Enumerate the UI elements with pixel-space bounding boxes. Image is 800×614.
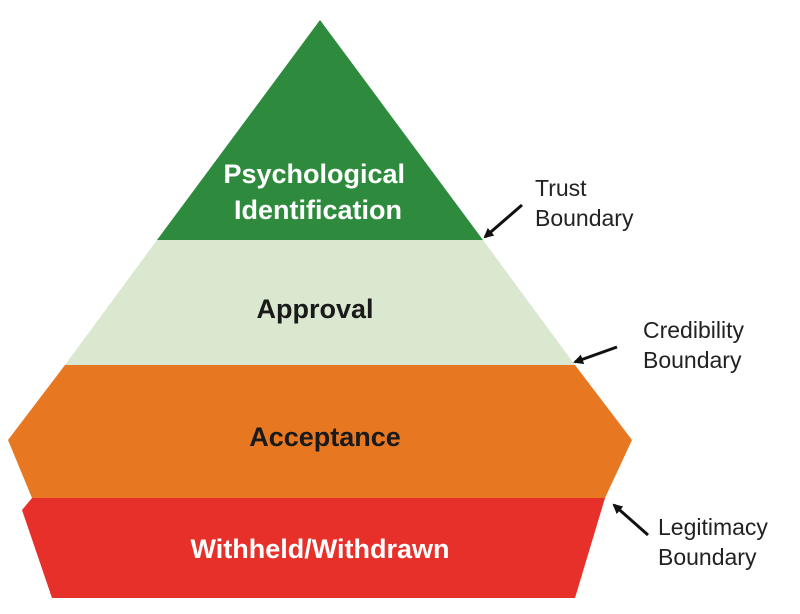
- trust-boundary-arrow: [483, 203, 523, 239]
- layer-psychological-identification: [157, 20, 483, 240]
- boundary-label-line-2: Boundary: [643, 347, 742, 373]
- credibility-boundary-label: Credibility Boundary: [643, 317, 750, 373]
- boundary-label-line-1: Credibility: [643, 317, 744, 343]
- trust-boundary-label: Trust Boundary: [535, 175, 634, 231]
- layer-label-line-2: Identification: [234, 195, 402, 225]
- layer-withheld-withdrawn: [22, 498, 605, 598]
- layer-label-acceptance: Acceptance: [249, 422, 401, 452]
- layer-label-withheld-withdrawn: Withheld/Withdrawn: [191, 534, 450, 564]
- boundary-label-line-2: Boundary: [658, 544, 757, 570]
- layer-label-psychological-identification: Psychological Identification: [223, 159, 412, 225]
- layer-acceptance: [8, 365, 632, 498]
- boundary-label-line-2: Boundary: [535, 205, 634, 231]
- boundary-label-line-1: Trust: [535, 175, 587, 201]
- boundary-label-line-1: Legitimacy: [658, 514, 768, 540]
- legitimacy-boundary-arrow: [612, 503, 649, 537]
- legitimacy-boundary-label: Legitimacy Boundary: [658, 514, 774, 570]
- layer-label-approval: Approval: [256, 294, 373, 324]
- layer-approval: [65, 240, 575, 365]
- credibility-boundary-arrow: [573, 345, 618, 365]
- layer-label-line-1: Psychological: [223, 159, 405, 189]
